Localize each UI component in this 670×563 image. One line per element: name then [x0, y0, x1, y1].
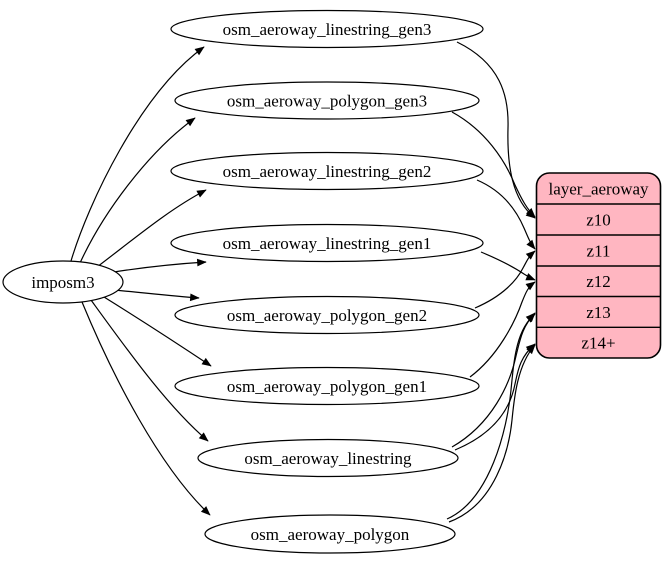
edge-linestring_gen2-to-z11 — [476, 179, 536, 250]
table-label: osm_aeroway_polygon_gen3 — [227, 92, 427, 111]
edge-imposm3-to-osm_aeroway_linestring_gen3 — [70, 46, 205, 262]
layer-row-z13: z13 — [586, 303, 611, 322]
table-label: osm_aeroway_linestring — [244, 449, 412, 468]
table-ellipse — [170, 151, 484, 191]
layer-header-label: layer_aeroway — [548, 180, 649, 199]
edge-imposm3-to-osm_aeroway_polygon_gen1 — [103, 296, 212, 367]
table-label: osm_aeroway_linestring_gen2 — [223, 162, 432, 181]
table-ellipse — [174, 295, 480, 335]
node-layer_aeroway: layer_aeroway z10 z11 z12 z13 z14+ — [535, 172, 662, 359]
node-osm_aeroway_polygon: osm_aeroway_polygon — [204, 514, 456, 554]
edge-linestring_gen3-to-z10 — [456, 41, 536, 219]
edge-polygon_gen1-to-z12 — [469, 281, 536, 378]
edge-imposm3-to-osm_aeroway_linestring_gen1 — [113, 258, 207, 273]
node-osm_aeroway_linestring_gen1: osm_aeroway_linestring_gen1 — [170, 223, 484, 263]
node-osm_aeroway_polygon_gen1: osm_aeroway_polygon_gen1 — [174, 366, 480, 406]
table-label: osm_aeroway_linestring_gen1 — [223, 234, 432, 253]
table-ellipse — [174, 366, 480, 406]
node-osm_aeroway_linestring: osm_aeroway_linestring — [197, 438, 459, 478]
table-label: osm_aeroway_polygon_gen2 — [227, 306, 427, 325]
edge-polygon-to-z14 — [448, 344, 536, 523]
table-ellipse — [204, 514, 456, 554]
layer-row-z11: z11 — [587, 242, 611, 261]
edge-imposm3-to-osm_aeroway_polygon_gen2 — [113, 289, 200, 302]
node-osm_aeroway_polygon_gen2: osm_aeroway_polygon_gen2 — [174, 295, 480, 335]
node-osm_aeroway_polygon_gen3: osm_aeroway_polygon_gen3 — [174, 81, 480, 120]
edge-imposm3-to-osm_aeroway_polygon_gen3 — [79, 117, 196, 264]
imposm3-ellipse — [2, 260, 124, 304]
edge-imposm3-to-osm_aeroway_linestring_gen2 — [96, 189, 207, 268]
table-label: osm_aeroway_polygon — [251, 525, 410, 544]
edge-linestring_gen1-to-z12 — [480, 251, 536, 281]
node-imposm3: imposm3 — [2, 260, 124, 304]
table-label: osm_aeroway_polygon_gen1 — [227, 377, 427, 396]
edge-imposm3-to-osm_aeroway_polygon — [81, 301, 211, 516]
table-nodes: osm_aeroway_linestring_gen3 osm_aeroway_… — [170, 9, 484, 554]
layer-row-z10: z10 — [586, 211, 611, 230]
edge-linestring-to-z14 — [454, 343, 536, 451]
edge-polygon_gen3-to-z10 — [451, 111, 536, 218]
edges-to-layer — [446, 41, 536, 523]
layer-row-z12: z12 — [586, 272, 611, 291]
layer-row-z14: z14+ — [581, 334, 615, 353]
imposm3-label: imposm3 — [31, 273, 94, 292]
node-osm_aeroway_linestring_gen3: osm_aeroway_linestring_gen3 — [170, 9, 484, 49]
table-ellipse — [170, 9, 484, 49]
edge-polygon-to-z13 — [446, 313, 536, 520]
table-label: osm_aeroway_linestring_gen3 — [223, 20, 432, 39]
table-ellipse — [197, 438, 459, 478]
node-osm_aeroway_linestring_gen2: osm_aeroway_linestring_gen2 — [170, 151, 484, 191]
table-ellipse — [174, 81, 480, 120]
edge-imposm3-to-osm_aeroway_linestring — [90, 299, 209, 442]
table-ellipse — [170, 223, 484, 263]
edge-polygon_gen2-to-z11 — [474, 250, 536, 309]
edges-from-source — [70, 46, 212, 516]
